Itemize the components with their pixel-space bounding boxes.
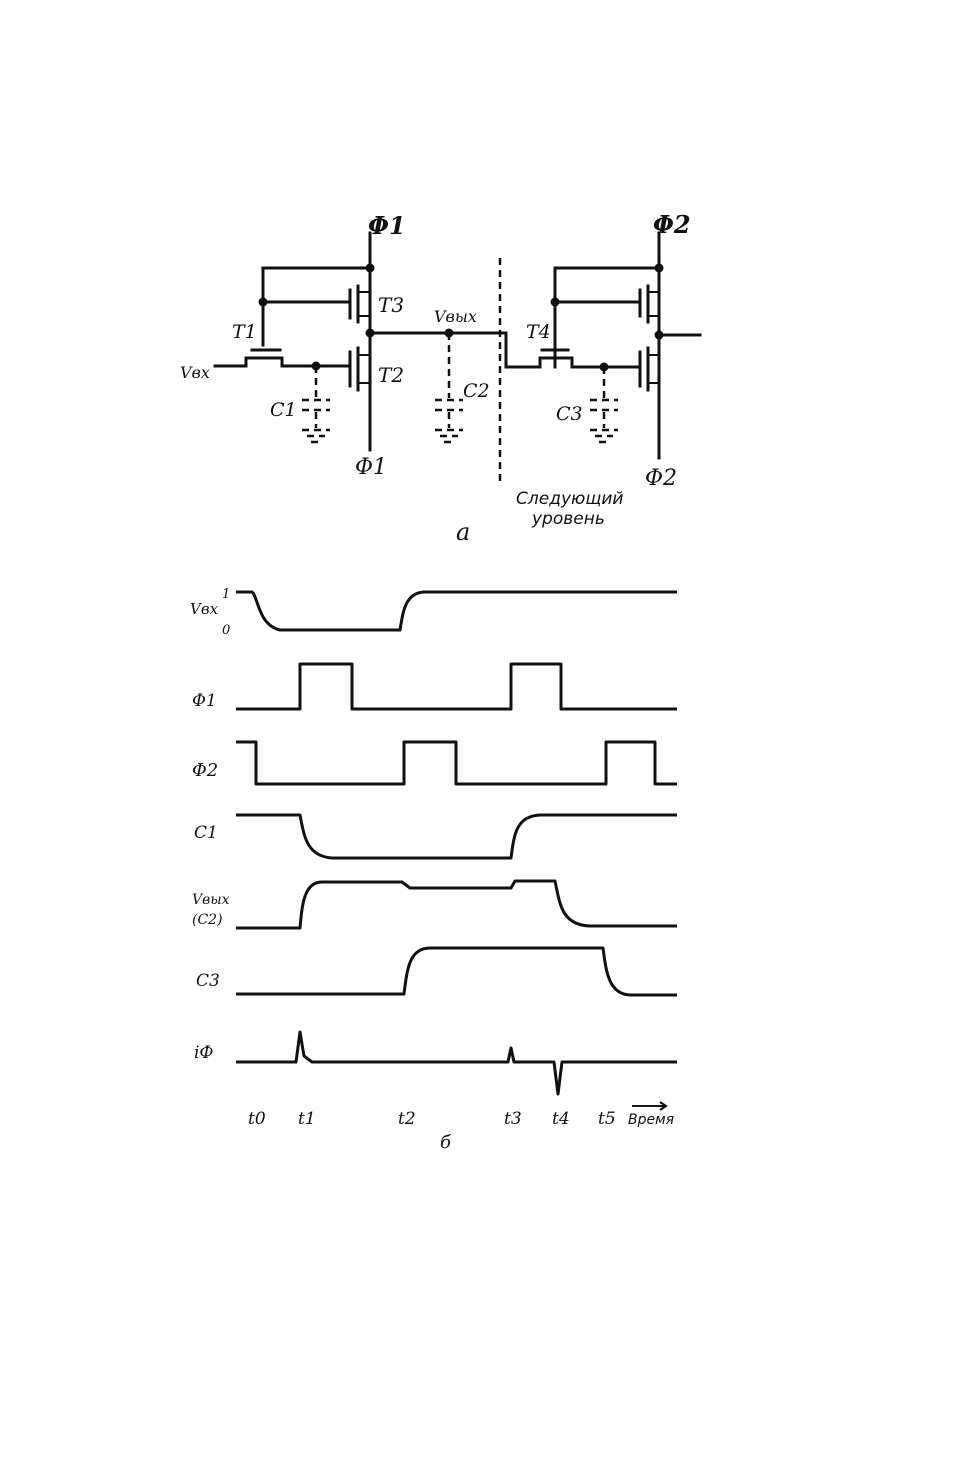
label-vout: Vвых xyxy=(434,307,477,326)
label-phi2-bottom: Φ2 xyxy=(645,466,677,491)
label-level-high: 1 xyxy=(222,587,230,602)
label-signal-c1: C1 xyxy=(194,823,218,843)
label-phi1-top: Φ1 xyxy=(368,211,406,240)
label-phi1-bottom: Φ1 xyxy=(355,455,387,480)
panel-label-b: б xyxy=(440,1132,452,1153)
label-signal-c3: C3 xyxy=(196,971,220,991)
label-t3: T3 xyxy=(378,293,404,317)
label-signal-phi1: Φ1 xyxy=(192,691,217,711)
time-mark-t2: t2 xyxy=(398,1109,416,1129)
circuit-diagram: Φ1 T3 T1 T2 Vвх C1 Vвых C2 Φ1 Φ2 T4 C3 Φ… xyxy=(180,210,700,546)
label-t4: T4 xyxy=(526,321,551,343)
wire-phi1-feedback xyxy=(263,268,370,345)
time-mark-t1: t1 xyxy=(298,1109,316,1129)
t3-drain-source xyxy=(358,292,370,316)
label-next-stage-1: Следующий xyxy=(516,489,623,509)
wire-t3-gate xyxy=(263,290,350,318)
wire-input xyxy=(215,358,350,366)
label-time: Время xyxy=(628,1112,674,1128)
panel-label-a: а xyxy=(456,518,470,546)
wave-c1 xyxy=(236,815,677,858)
label-t1: T1 xyxy=(232,321,257,343)
label-level-low: 0 xyxy=(222,623,230,638)
label-t2: T2 xyxy=(378,363,404,387)
label-signal-vout-sub: (C2) xyxy=(192,912,223,928)
t5-drain-source xyxy=(648,292,659,316)
wire-t5-gate xyxy=(555,290,640,316)
label-signal-phi2: Φ2 xyxy=(192,760,218,781)
c2-capacitor xyxy=(435,333,463,442)
label-c3: C3 xyxy=(556,403,583,425)
t2-drain-source xyxy=(358,355,370,383)
label-signal-vout: Vвых xyxy=(192,892,230,908)
time-mark-t0: t0 xyxy=(248,1109,266,1129)
time-mark-t5: t5 xyxy=(598,1109,616,1129)
c3-capacitor xyxy=(590,367,618,442)
time-mark-t3: t3 xyxy=(504,1109,522,1129)
time-mark-t4: t4 xyxy=(552,1109,570,1129)
label-vin: Vвх xyxy=(180,363,210,382)
wire-phi2-feedback xyxy=(555,268,659,367)
label-phi2-top: Φ2 xyxy=(653,210,691,239)
label-signal-vin: Vвх xyxy=(190,600,219,618)
timing-diagram: Vвх 1 0 Φ1 Φ2 C1 Vвых (C2) C3 iФ t0 t1 t… xyxy=(190,587,677,1153)
label-c1: C1 xyxy=(270,399,297,421)
time-arrow xyxy=(632,1102,666,1110)
wave-iphi xyxy=(236,1032,677,1094)
wave-vout xyxy=(236,881,677,928)
t6-drain-source xyxy=(648,355,659,383)
label-next-stage-2: уровень xyxy=(531,509,605,529)
wave-phi1 xyxy=(236,664,677,709)
label-c2: C2 xyxy=(463,380,490,402)
wave-vin xyxy=(236,592,677,630)
wave-phi2 xyxy=(236,742,677,784)
label-signal-iphi: iФ xyxy=(194,1043,214,1063)
wave-c3 xyxy=(236,948,677,995)
wire-output xyxy=(370,333,540,367)
c1-capacitor xyxy=(302,366,330,442)
